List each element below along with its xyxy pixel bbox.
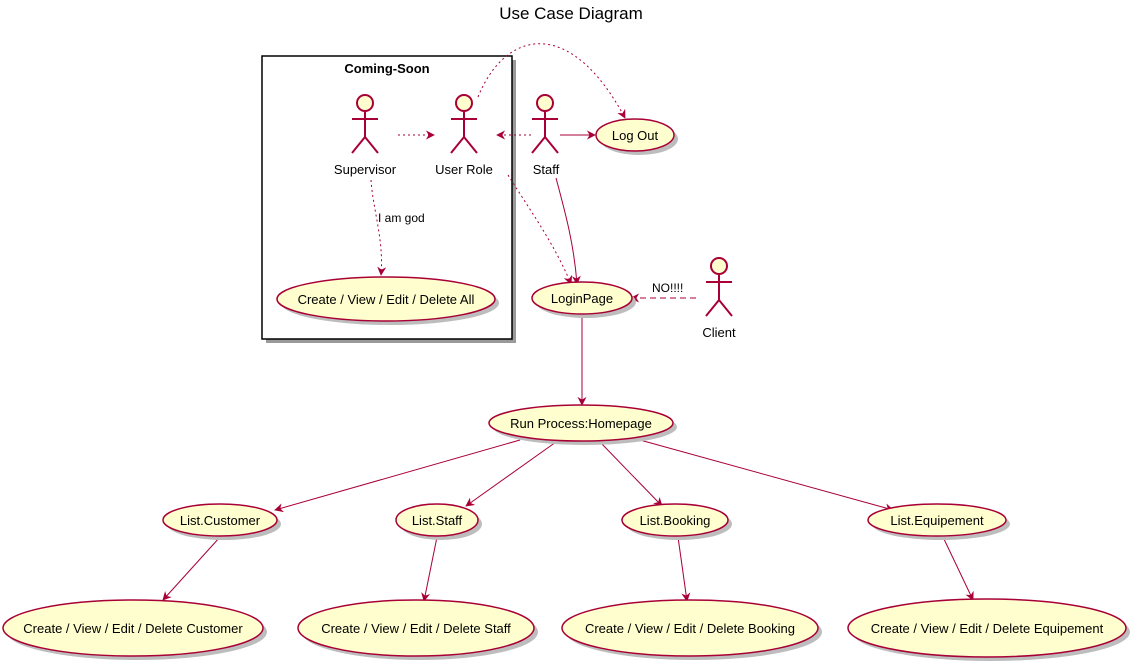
usecase-crud-booking: Create / View / Edit / Delete Booking — [561, 599, 822, 660]
usecase-label: Run Process:Homepage — [510, 416, 652, 431]
edge-userrole-loginpage — [507, 174, 573, 285]
usecase-crud-staff: Create / View / Edit / Delete Staff — [297, 599, 538, 660]
diagram-title: Use Case Diagram — [499, 4, 643, 23]
usecase-login-page: LoginPage — [531, 281, 636, 318]
actor-label-supervisor: Supervisor — [334, 162, 397, 177]
usecase-list-customer: List.Customer — [162, 503, 281, 540]
actor-label-staff: Staff — [533, 162, 560, 177]
edges — [162, 43, 974, 602]
edge-homepage-customer — [274, 439, 521, 513]
usecase-label: LoginPage — [551, 291, 613, 306]
usecase-crud-customer: Create / View / Edit / Delete Customer — [2, 599, 267, 660]
usecase-list-booking: List.Booking — [621, 503, 732, 540]
actor-user-role: User Role — [435, 94, 493, 177]
actor-client: Client — [702, 257, 736, 340]
edge-label-god: I am god — [378, 211, 425, 225]
edge-homepage-booking — [599, 441, 663, 507]
edge-staff-crud — [421, 536, 438, 602]
usecase-label: List.Customer — [180, 513, 261, 528]
actor-stick-figure-icon — [531, 94, 559, 154]
usecase-label: List.Equipement — [890, 513, 984, 528]
actor-supervisor: Supervisor — [334, 94, 397, 177]
actor-label-user-role: User Role — [435, 162, 493, 177]
usecase-label: List.Staff — [412, 513, 463, 528]
edge-label-no: NO!!!! — [652, 281, 683, 295]
usecase-label: Create / View / Edit / Delete Staff — [321, 621, 511, 636]
edge-homepage-equipement — [639, 439, 894, 513]
usecase-list-staff: List.Staff — [395, 503, 482, 540]
usecase-homepage: Run Process:Homepage — [488, 404, 677, 445]
actor-stick-figure-icon — [450, 94, 478, 154]
edge-supervisor-createall — [370, 179, 387, 276]
usecase-log-out: Log Out — [595, 118, 678, 155]
usecase-crud-equipement: Create / View / Edit / Delete Equipement — [847, 598, 1130, 661]
package-label: Coming-Soon — [344, 61, 429, 76]
usecase-label: List.Booking — [640, 513, 711, 528]
usecase-label: Create / View / Edit / Delete All — [298, 292, 475, 307]
actor-stick-figure-icon — [705, 257, 733, 317]
actor-label-client: Client — [702, 325, 736, 340]
usecase-create-all: Create / View / Edit / Delete All — [276, 276, 499, 325]
edge-customer-crud — [162, 536, 221, 601]
actor-staff: Staff — [531, 94, 560, 177]
edge-userrole-logout — [477, 43, 626, 119]
edge-staff-loginpage — [555, 177, 581, 285]
edge-booking-crud — [677, 536, 691, 602]
usecase-label: Log Out — [612, 128, 659, 143]
actor-stick-figure-icon — [351, 94, 379, 154]
edge-homepage-staff — [465, 441, 557, 507]
usecase-label: Create / View / Edit / Delete Booking — [585, 621, 795, 636]
usecase-label: Create / View / Edit / Delete Customer — [23, 621, 243, 636]
edge-equipement-crud — [942, 536, 974, 601]
usecase-label: Create / View / Edit / Delete Equipement — [871, 621, 1104, 636]
usecase-list-equipement: List.Equipement — [867, 503, 1010, 540]
